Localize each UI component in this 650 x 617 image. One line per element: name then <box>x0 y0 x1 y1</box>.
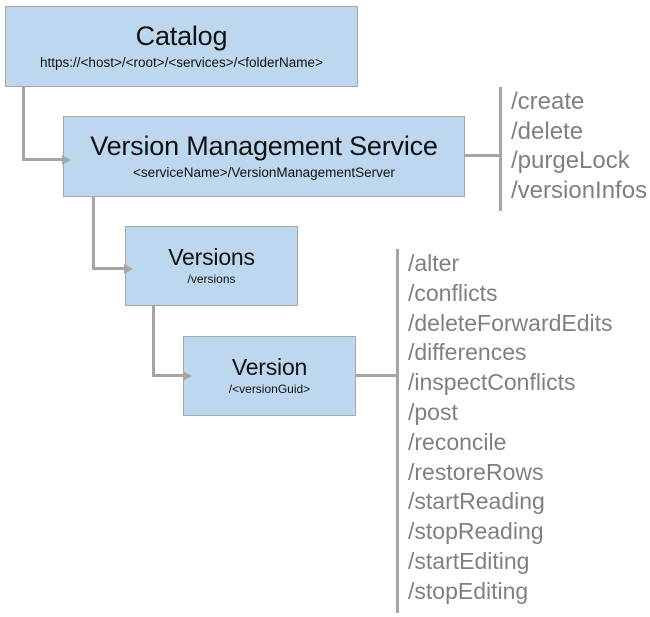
connector-horizontal-segment <box>92 267 126 270</box>
connector-catalog-to-version-management-service <box>22 86 74 165</box>
connector-arrowhead <box>183 370 192 381</box>
node-versions-subtitle: /versions <box>187 272 236 287</box>
operation-item[interactable]: /startEditing <box>408 547 530 574</box>
connector-vertical-segment <box>92 196 95 270</box>
operation-item[interactable]: /reconcile <box>408 428 507 455</box>
operation-group-bar <box>499 87 502 211</box>
node-version[interactable]: Version /<versionGuid> <box>183 336 356 416</box>
connector-version-management-service-to-operations <box>465 154 501 157</box>
operation-group-version: /alter /conflicts /deleteForwardEdits /d… <box>396 249 613 613</box>
operation-item[interactable]: /alter <box>408 250 460 276</box>
operation-item[interactable]: /inspectConflicts <box>408 369 576 396</box>
operation-item[interactable]: /startReading <box>408 488 545 515</box>
operation-item[interactable]: /conflicts <box>408 279 498 306</box>
connector-arrowhead <box>124 263 133 274</box>
operation-item[interactable]: /differences <box>408 339 527 366</box>
node-catalog-subtitle: https://<host>/<root>/<services>/<folder… <box>40 55 323 71</box>
connector-horizontal-segment <box>152 374 185 377</box>
operation-item[interactable]: /restoreRows <box>408 458 544 485</box>
operation-group-version-management-service: /create /delete /purgeLock /versionInfos <box>499 87 647 211</box>
operation-item[interactable]: /deleteForwardEdits <box>408 309 613 336</box>
connector-vertical-segment <box>152 305 155 377</box>
node-versions[interactable]: Versions /versions <box>125 226 298 306</box>
connector-version-management-service-to-versions <box>92 196 136 274</box>
operation-item[interactable]: /create <box>511 88 585 115</box>
operation-item[interactable]: /purgeLock <box>511 147 630 174</box>
operation-item[interactable]: /stopEditing <box>408 577 529 604</box>
connector-version-to-operations <box>356 374 398 377</box>
connector-horizontal-segment <box>22 158 64 161</box>
connector-vertical-segment <box>22 86 25 161</box>
node-catalog[interactable]: Catalog https://<host>/<root>/<services>… <box>5 6 358 87</box>
operation-item[interactable]: /versionInfos <box>511 176 648 204</box>
node-version-management-service-title: Version Management Service <box>90 131 438 162</box>
node-version-management-service[interactable]: Version Management Service <serviceName>… <box>63 116 465 197</box>
node-version-title: Version <box>231 354 308 381</box>
operation-item[interactable]: /delete <box>511 117 584 145</box>
node-version-subtitle: /<versionGuid> <box>228 382 311 397</box>
node-versions-title: Versions <box>168 244 255 271</box>
operation-item[interactable]: /stopReading <box>408 518 544 545</box>
operation-group-items: /create /delete /purgeLock /versionInfos <box>502 87 647 211</box>
operation-group-bar <box>396 249 399 613</box>
operation-group-items: /alter /conflicts /deleteForwardEdits /d… <box>399 249 613 613</box>
connector-versions-to-version <box>152 305 196 381</box>
operation-item[interactable]: /post <box>408 398 458 425</box>
node-catalog-title: Catalog <box>135 20 228 51</box>
connector-arrowhead <box>62 154 71 165</box>
node-version-management-service-subtitle: <serviceName>/VersionManagementServer <box>133 164 395 180</box>
